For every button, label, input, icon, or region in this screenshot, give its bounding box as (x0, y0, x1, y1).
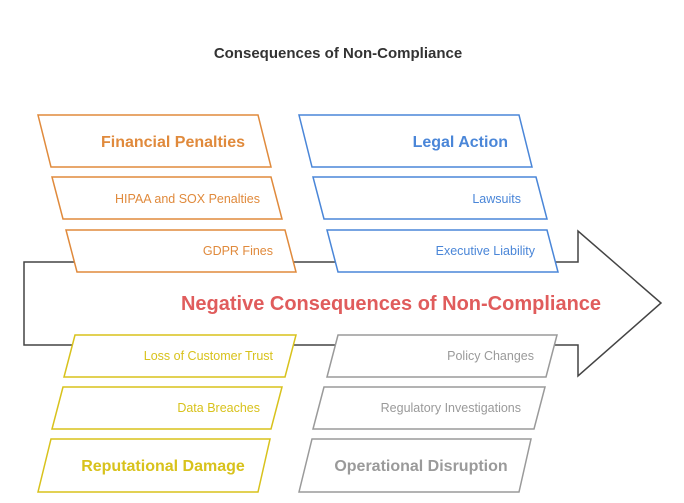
operational-item-2: Regulatory Investigations (381, 401, 521, 415)
legal-item-2: Executive Liability (436, 244, 536, 258)
operational-item-box (326, 334, 558, 378)
financial-item-1: HIPAA and SOX Penalties (115, 192, 260, 206)
category-operational: Policy Changes Regulatory Investigations… (298, 334, 558, 493)
reputational-item-2: Data Breaches (177, 401, 260, 415)
operational-item-1: Policy Changes (447, 349, 534, 363)
financial-item-2: GDPR Fines (203, 244, 273, 258)
reputational-heading: Reputational Damage (81, 458, 245, 475)
category-reputational: Loss of Customer Trust Data Breaches Rep… (37, 334, 297, 493)
financial-heading-box (37, 114, 272, 168)
reputational-heading-box (37, 438, 271, 493)
legal-heading-box (298, 114, 533, 168)
reputational-item-box (63, 334, 297, 378)
legal-heading: Legal Action (413, 134, 508, 151)
legal-item-box (312, 176, 548, 220)
legal-item-box (326, 229, 559, 273)
spine-label: Negative Consequences of Non-Compliance (181, 293, 601, 315)
reputational-item-1: Loss of Customer Trust (144, 349, 274, 363)
financial-item-box (51, 176, 283, 220)
diagram-title: Consequences of Non-Compliance (214, 45, 462, 62)
operational-heading: Operational Disruption (334, 458, 507, 475)
operational-item-box (312, 386, 546, 430)
financial-item-box (65, 229, 297, 273)
category-financial: Financial Penalties HIPAA and SOX Penalt… (37, 114, 297, 273)
category-legal: Legal Action Lawsuits Executive Liabilit… (298, 114, 559, 273)
operational-heading-box (298, 438, 532, 493)
financial-heading: Financial Penalties (101, 134, 245, 151)
reputational-item-box (51, 386, 283, 430)
legal-item-1: Lawsuits (472, 192, 521, 206)
